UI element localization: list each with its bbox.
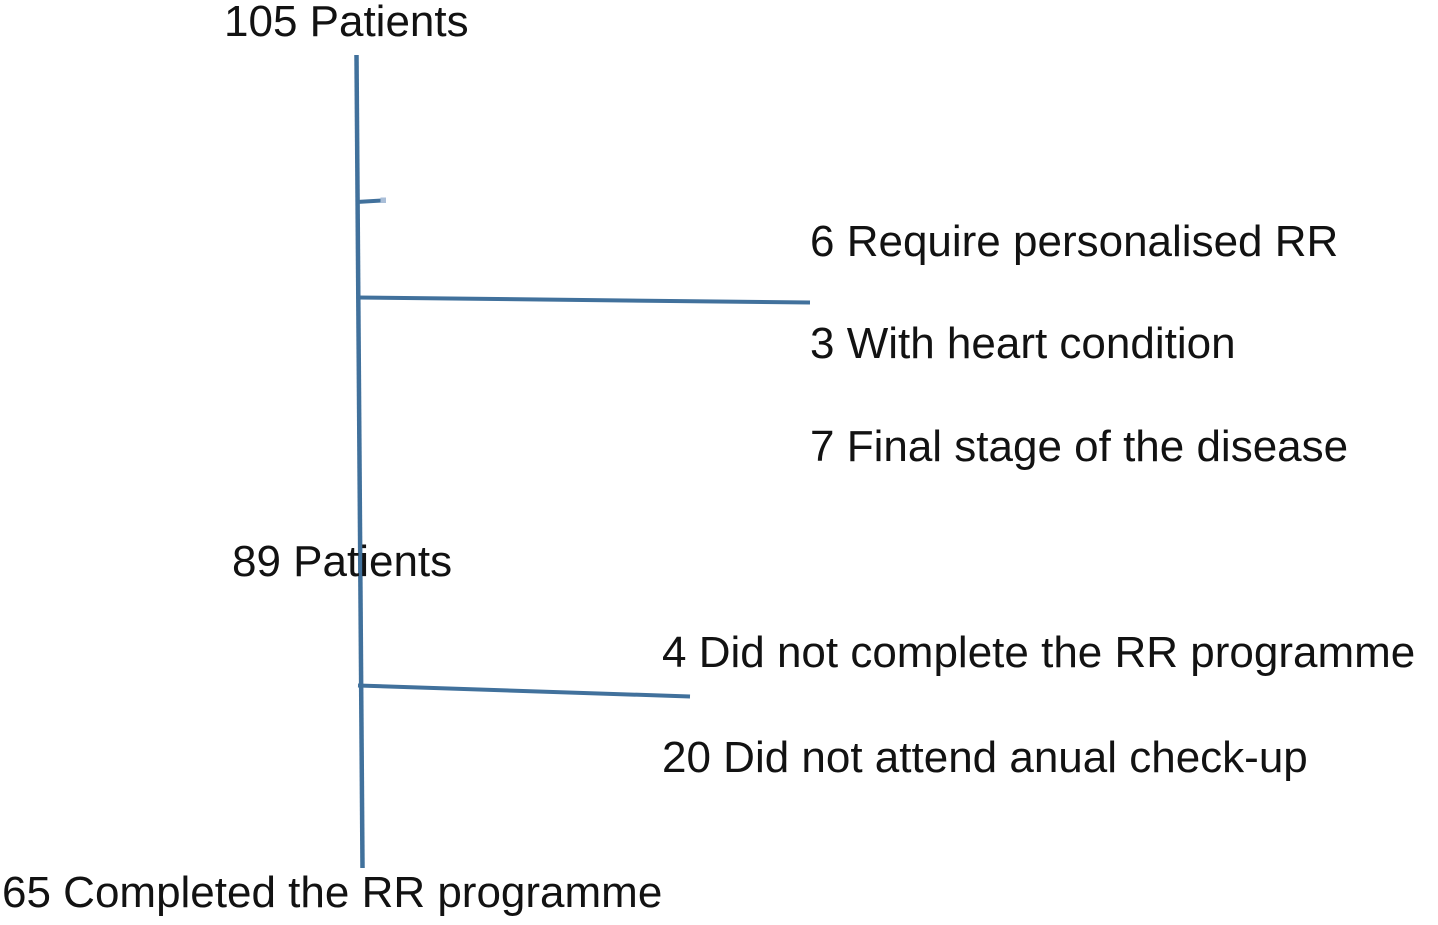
node-end-label: 65 Completed the RR programme bbox=[2, 868, 663, 917]
exclusion-second-item-2: 20 Did not attend anual check-up bbox=[662, 733, 1308, 782]
exclusion-first-item-1: 6 Require personalised RR bbox=[810, 217, 1339, 266]
node-start-label: 105 Patients bbox=[224, 0, 469, 46]
main-vertical-line bbox=[354, 54, 365, 869]
exclusion-first-item-2: 3 With heart condition bbox=[810, 319, 1236, 368]
exclusion-branch-line-2 bbox=[357, 683, 691, 699]
exclusion-branch-line-1 bbox=[356, 295, 811, 305]
exclusion-first-item-3: 7 Final stage of the disease bbox=[810, 422, 1349, 471]
stub-tick-endpoint-dot bbox=[380, 197, 386, 203]
stub-tick-line bbox=[356, 198, 384, 204]
node-mid-label: 89 Patients bbox=[232, 537, 453, 586]
exclusion-second-item-1: 4 Did not complete the RR programme bbox=[662, 628, 1416, 677]
